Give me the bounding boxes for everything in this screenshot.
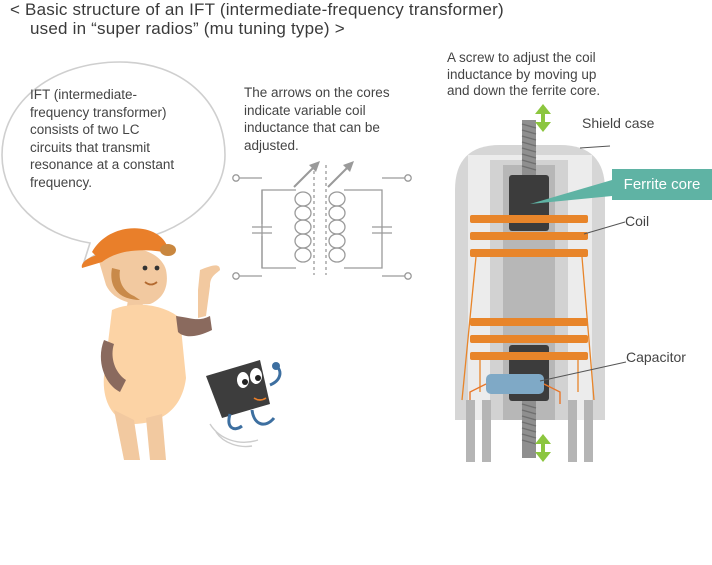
adjusting-screw (521, 120, 537, 458)
right-coil-symbol (328, 191, 346, 263)
up-down-arrow-bottom (535, 434, 551, 462)
presenter-character (81, 228, 220, 460)
shield-case-label: Shield case (582, 115, 655, 131)
variable-arrows (293, 161, 354, 188)
speech-line: frequency transformer) (30, 104, 167, 120)
lower-coil (470, 318, 588, 360)
circuit-note-line: adjusted. (244, 137, 299, 153)
coil-leader (583, 221, 626, 235)
circuit-note-line: indicate variable coil (244, 102, 366, 118)
capacitor-leader (539, 361, 627, 382)
ift-cross-section (455, 104, 627, 462)
terminal-top-left (232, 174, 240, 182)
speech-line: consists of two LC (30, 122, 140, 137)
terminal-pins (466, 400, 593, 462)
ift-circuit-schematic (232, 161, 412, 280)
ferrite-tag-pointer (530, 180, 612, 204)
coil-label: Coil (625, 213, 650, 229)
speech-line: IFT (intermediate- (30, 87, 138, 102)
screw-note-line: and down the ferrite core. (447, 83, 601, 98)
diagram-title: < Basic structure of an IFT (intermediat… (10, 0, 700, 38)
capacitor-label: Capacitor (626, 349, 686, 365)
terminal-bottom-right (404, 272, 412, 280)
terminal-top-right (404, 174, 412, 182)
speech-line: resonance at a constant (30, 157, 175, 172)
capacitor-body (486, 374, 544, 394)
screw-note-line: A screw to adjust the coil (447, 50, 596, 65)
upper-coil (470, 215, 588, 257)
terminal-bottom-left (232, 272, 240, 280)
circuit-note-line: inductance that can be (244, 120, 380, 135)
ift-mascot (206, 360, 282, 448)
up-down-arrow-top (535, 104, 551, 132)
speech-bubble-text: IFT (intermediate- frequency transformer… (30, 86, 210, 191)
screw-note: A screw to adjust the coil inductance by… (447, 50, 687, 100)
circuit-note-line: The arrows on the cores (244, 85, 390, 100)
circuit-note: The arrows on the cores indicate variabl… (244, 84, 424, 154)
ferrite-core-label: Ferrite core (612, 169, 712, 200)
screw-note-line: inductance by moving up (447, 66, 597, 82)
speech-line: circuits that transmit (30, 139, 151, 155)
title-line-1: < Basic structure of an IFT (intermediat… (10, 0, 504, 19)
speech-line: frequency. (30, 174, 93, 190)
title-line-2: used in “super radios” (mu tuning type) … (30, 19, 345, 38)
left-coil-symbol (294, 191, 312, 263)
shield-leader (579, 145, 611, 149)
